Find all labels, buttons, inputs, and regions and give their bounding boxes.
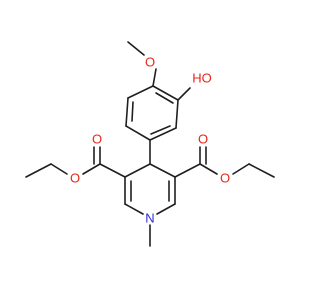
atom-o-right-carbonyl: O <box>198 132 208 147</box>
atom-o-hydroxy: HO <box>192 71 212 86</box>
bond-ring-b-c <box>175 99 179 129</box>
bonds <box>25 41 275 247</box>
bond-c2-n <box>124 203 144 215</box>
bond-ring-a-b <box>152 85 179 101</box>
bond-c4-c3 <box>124 163 151 178</box>
bond-c4-c5 <box>149 163 176 178</box>
bond-carbonyl-oester-right <box>199 163 218 175</box>
bond-c5-carbonyl-right <box>174 163 201 178</box>
bond-c6-n <box>156 203 176 215</box>
bond-ring-f-a <box>127 85 154 99</box>
bond-c3-carbonyl-left <box>99 163 126 178</box>
bond-ring-inner-2 <box>150 125 171 135</box>
bond-methyl-o <box>127 41 145 56</box>
atom-o-left-carbonyl: O <box>92 132 102 147</box>
bond-ring-d-e <box>125 125 151 141</box>
atom-labels: O HO O O O O N <box>70 55 230 226</box>
atom-o-right-ester: O <box>220 171 230 186</box>
bond-ch2-ch3-right <box>248 163 275 178</box>
bond-aryl-oh <box>177 87 191 101</box>
bond-oester-ch2-right <box>232 163 250 175</box>
bond-ring-inner-3 <box>131 101 134 122</box>
bond-ch2-ch3-left <box>25 163 52 178</box>
bond-ring-e-f <box>125 97 129 127</box>
atom-o-left-ester: O <box>70 171 80 186</box>
atom-o-methoxy: O <box>145 55 155 70</box>
bond-carbonyl-oester-left <box>82 163 101 175</box>
atom-n-ring: N <box>145 211 154 226</box>
structure-diagram: O HO O O O O N <box>25 41 275 247</box>
molecule-drawing: O HO O O O O N <box>25 41 275 247</box>
bond-ring-inner-1 <box>155 92 174 104</box>
bond-oester-ch2-left <box>50 163 68 175</box>
bond-o-aryl <box>152 68 157 87</box>
bond-ring-c-d <box>149 127 177 141</box>
